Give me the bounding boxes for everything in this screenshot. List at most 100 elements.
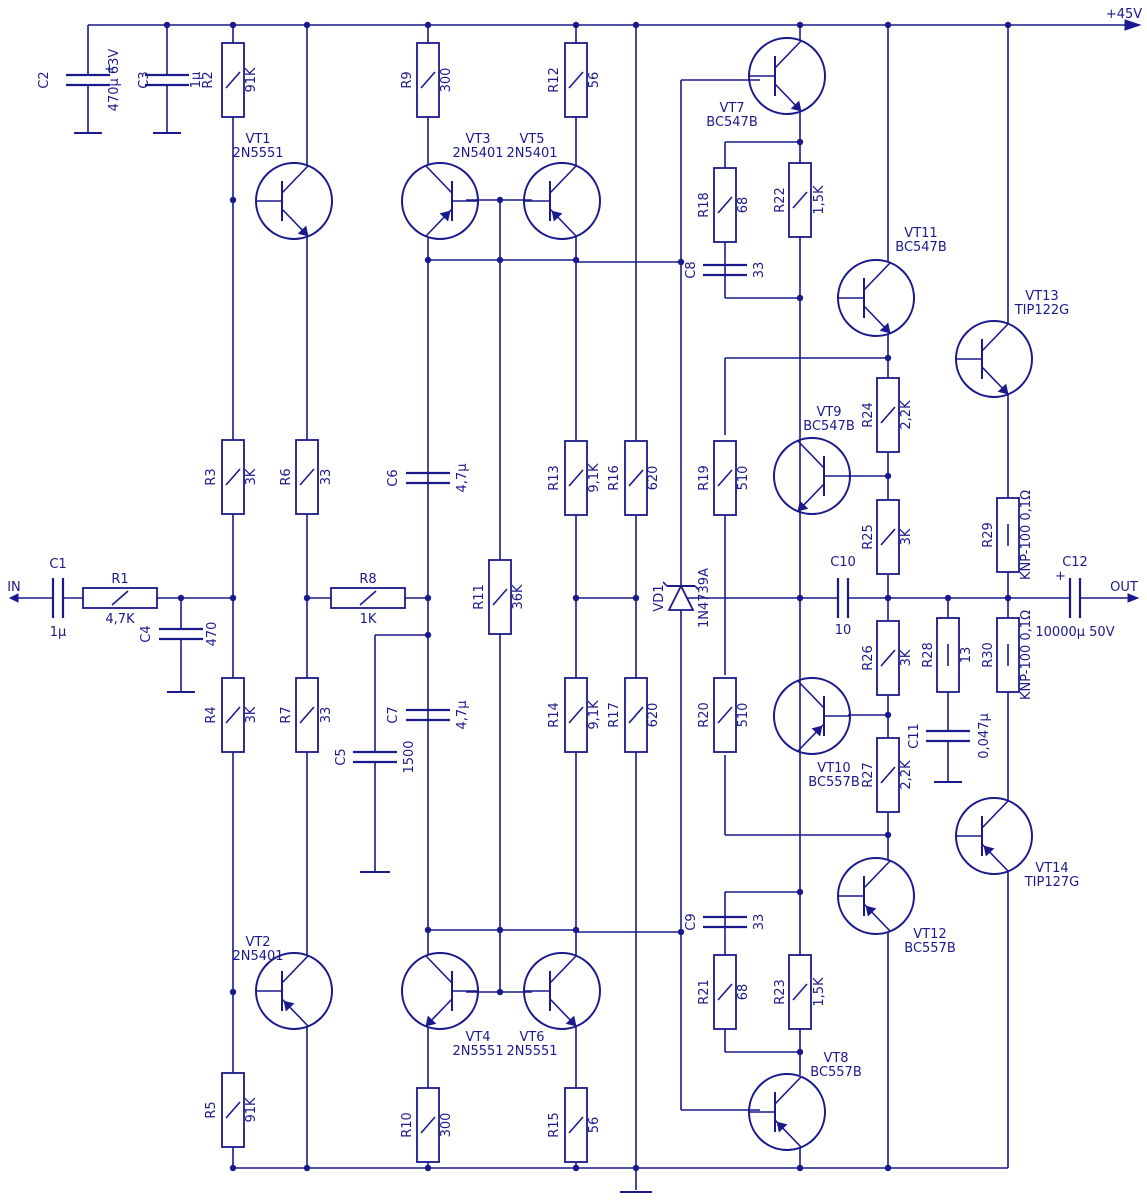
resistor-value: KNP-100 0,1Ω [1019,610,1034,700]
capacitor-c5 [353,750,397,764]
junction-dot [884,711,892,719]
resistor-value: 4,7K [105,612,135,627]
diode-vd1 [662,581,700,611]
capacitor-c2 [66,73,110,87]
resistor-value: 620 [646,466,661,491]
output-label: OUT [1110,580,1138,595]
resistor-r5 [221,1072,245,1148]
junction-dot [496,256,504,264]
transistor-ref: VT8 [823,1051,848,1066]
junction-dot [496,988,504,996]
transistor-part: 2N5401 [506,146,557,161]
resistor-value: 3K [899,649,914,666]
resistor-ref: R22 [773,187,788,213]
junction-dot [796,138,804,146]
resistor-ref: R24 [861,402,876,428]
transistor-ref: VT9 [816,405,841,420]
resistor-value: 9,1K [587,700,602,730]
diode-ref: VD1 [652,584,667,611]
resistor-ref: R3 [204,468,219,485]
capacitor-c6 [406,471,450,485]
capacitor-ref: C9 [684,913,699,930]
transistor-part: 2N5401 [452,146,503,161]
capacitor-c11 [926,729,970,743]
junction-dot [424,631,432,639]
resistor-ref: R13 [547,465,562,491]
junction-dot [424,594,432,602]
capacitor-value: 10000μ 50V [1035,625,1114,640]
junction-dot [632,21,640,29]
capacitor-ref: C3 [137,71,152,88]
resistor-ref: R19 [697,465,712,491]
resistor-r19 [713,440,737,516]
transistor-ref: VT7 [719,101,744,116]
resistor-value: 1,5K [812,185,827,215]
capacitor-c1 [51,578,65,618]
resistor-value: 91K [244,1097,259,1123]
resistor-ref: R23 [773,979,788,1005]
transistor-vt12 [837,857,915,935]
junction-dot [303,1164,311,1172]
junction-dot [632,594,640,602]
resistor-r22 [788,162,812,238]
transistor-vt2 [255,952,333,1030]
resistor-ref: R26 [861,645,876,671]
resistor-ref: R28 [921,642,936,668]
junction-dot [229,988,237,996]
junction-dot [884,594,892,602]
junction-dot [229,594,237,602]
junction-dot [796,594,804,602]
resistor-ref: R6 [279,468,294,485]
resistor-value: 510 [736,466,751,491]
capacitor-c9 [703,915,747,929]
capacitor-ref: C10 [830,555,856,570]
resistor-ref: R15 [547,1112,562,1138]
resistor-r27 [876,737,900,813]
input-label: IN [7,580,21,595]
capacitor-ref: C7 [386,706,401,723]
junction-dot [884,472,892,480]
resistor-r11 [488,559,512,635]
resistor-value: 620 [646,703,661,728]
junction-dot [303,594,311,602]
resistor-value: 9,1K [587,463,602,493]
resistor-value: 300 [439,1113,454,1138]
junction-dot [796,21,804,29]
resistor-value: 68 [736,984,751,1001]
resistor-ref: R20 [697,702,712,728]
resistor-value: 3K [899,528,914,545]
transistor-part: 2N5551 [506,1044,557,1059]
transistor-part: BC547B [803,419,855,434]
resistor-value: 13 [959,647,974,664]
junction-dot [163,21,171,29]
junction-dot [796,1164,804,1172]
junction-dot [884,21,892,29]
resistor-value: 33 [319,707,334,724]
capacitor-value: 470μ 63V [107,49,122,112]
transistor-ref: VT3 [465,132,490,147]
transistor-vt11 [837,259,915,337]
junction-dot [796,294,804,302]
resistor-r28 [936,617,960,693]
junction-dot [229,196,237,204]
transistor-vt6 [523,952,601,1030]
capacitor-ref: C2 [37,71,52,88]
resistor-ref: R10 [400,1112,415,1138]
transistor-part: TIP127G [1024,875,1080,890]
resistor-ref: R14 [547,702,562,728]
polarity-plus: + [1055,569,1066,584]
resistor-ref: R11 [472,584,487,610]
junction-dot [496,926,504,934]
capacitor-value: 0,047μ [977,713,992,759]
transistor-ref: VT2 [245,935,270,950]
resistor-ref: R5 [204,1101,219,1118]
resistor-r14 [564,677,588,753]
transistor-vt4 [401,952,479,1030]
junction-dot [572,1164,580,1172]
transistor-ref: VT6 [519,1030,544,1045]
capacitor-c10 [836,578,850,618]
transistor-ref: VT14 [1035,861,1068,876]
resistor-r23 [788,954,812,1030]
capacitor-ref: C1 [49,557,66,572]
